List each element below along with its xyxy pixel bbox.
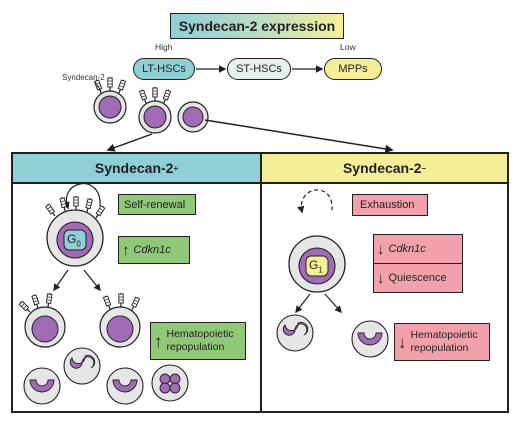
mpp-label: MPPs <box>338 63 368 75</box>
exhaustion-box: Exhaustion <box>352 194 428 216</box>
up-arrow-icon: ↑ <box>154 331 163 351</box>
left-panel: Syndecan-2+ <box>11 152 262 413</box>
st-hsc-label: ST-HSCs <box>236 63 282 75</box>
arrow-to-positive <box>106 133 153 152</box>
st-hsc-pill: ST-HSCs <box>227 58 291 80</box>
diagram-title: Syndecan-2 expression <box>178 18 336 34</box>
high-label: High <box>155 42 173 52</box>
top-cell-1 <box>93 76 127 124</box>
left-panel-title-sup: + <box>173 163 179 173</box>
syndecan2-marker-label: Syndecan-2 <box>62 73 105 82</box>
cdkn1c-down-box: ↓ Cdkn1c <box>373 234 463 264</box>
left-cell-state: G0 <box>67 232 81 249</box>
down-arrow-icon: ↓ <box>377 240 385 258</box>
mpp-pill: MPPs <box>324 58 382 80</box>
up-arrow-icon: ↑ <box>122 241 130 259</box>
right-panel-title: Syndecan-2 <box>342 160 422 176</box>
low-label: Low <box>340 42 356 52</box>
arrow-to-negative <box>204 119 394 154</box>
hematopoietic-up-box: ↑ Hematopoietic repopulation <box>150 322 246 360</box>
down-arrow-icon: ↓ <box>398 332 407 352</box>
right-panel-title-sup: – <box>421 163 427 173</box>
lt-hsc-label: LT-HSCs <box>142 63 186 75</box>
title-box: Syndecan-2 expression <box>170 13 344 39</box>
right-panel: Syndecan-2– <box>260 152 509 413</box>
hematopoietic-down-box: ↓ Hematopoietic repopulation <box>394 323 490 361</box>
left-panel-graphics <box>17 183 189 405</box>
down-arrow-icon: ↓ <box>377 269 385 287</box>
top-cell-3 <box>177 101 209 133</box>
left-panel-header: Syndecan-2+ <box>13 154 260 184</box>
cdkn1c-up-box: ↑ Cdkn1c <box>118 236 190 264</box>
right-cell-state: G1 <box>309 258 323 275</box>
left-panel-title: Syndecan-2 <box>94 160 174 176</box>
self-renewal-box: Self-renewal <box>118 194 196 215</box>
quiescence-down-box: ↓ Quiescence <box>373 263 463 293</box>
right-panel-graphics <box>276 189 389 358</box>
lt-hsc-pill: LT-HSCs <box>133 58 195 80</box>
right-panel-header: Syndecan-2– <box>262 154 507 184</box>
top-cells <box>93 76 209 134</box>
top-cell-2 <box>138 86 172 134</box>
